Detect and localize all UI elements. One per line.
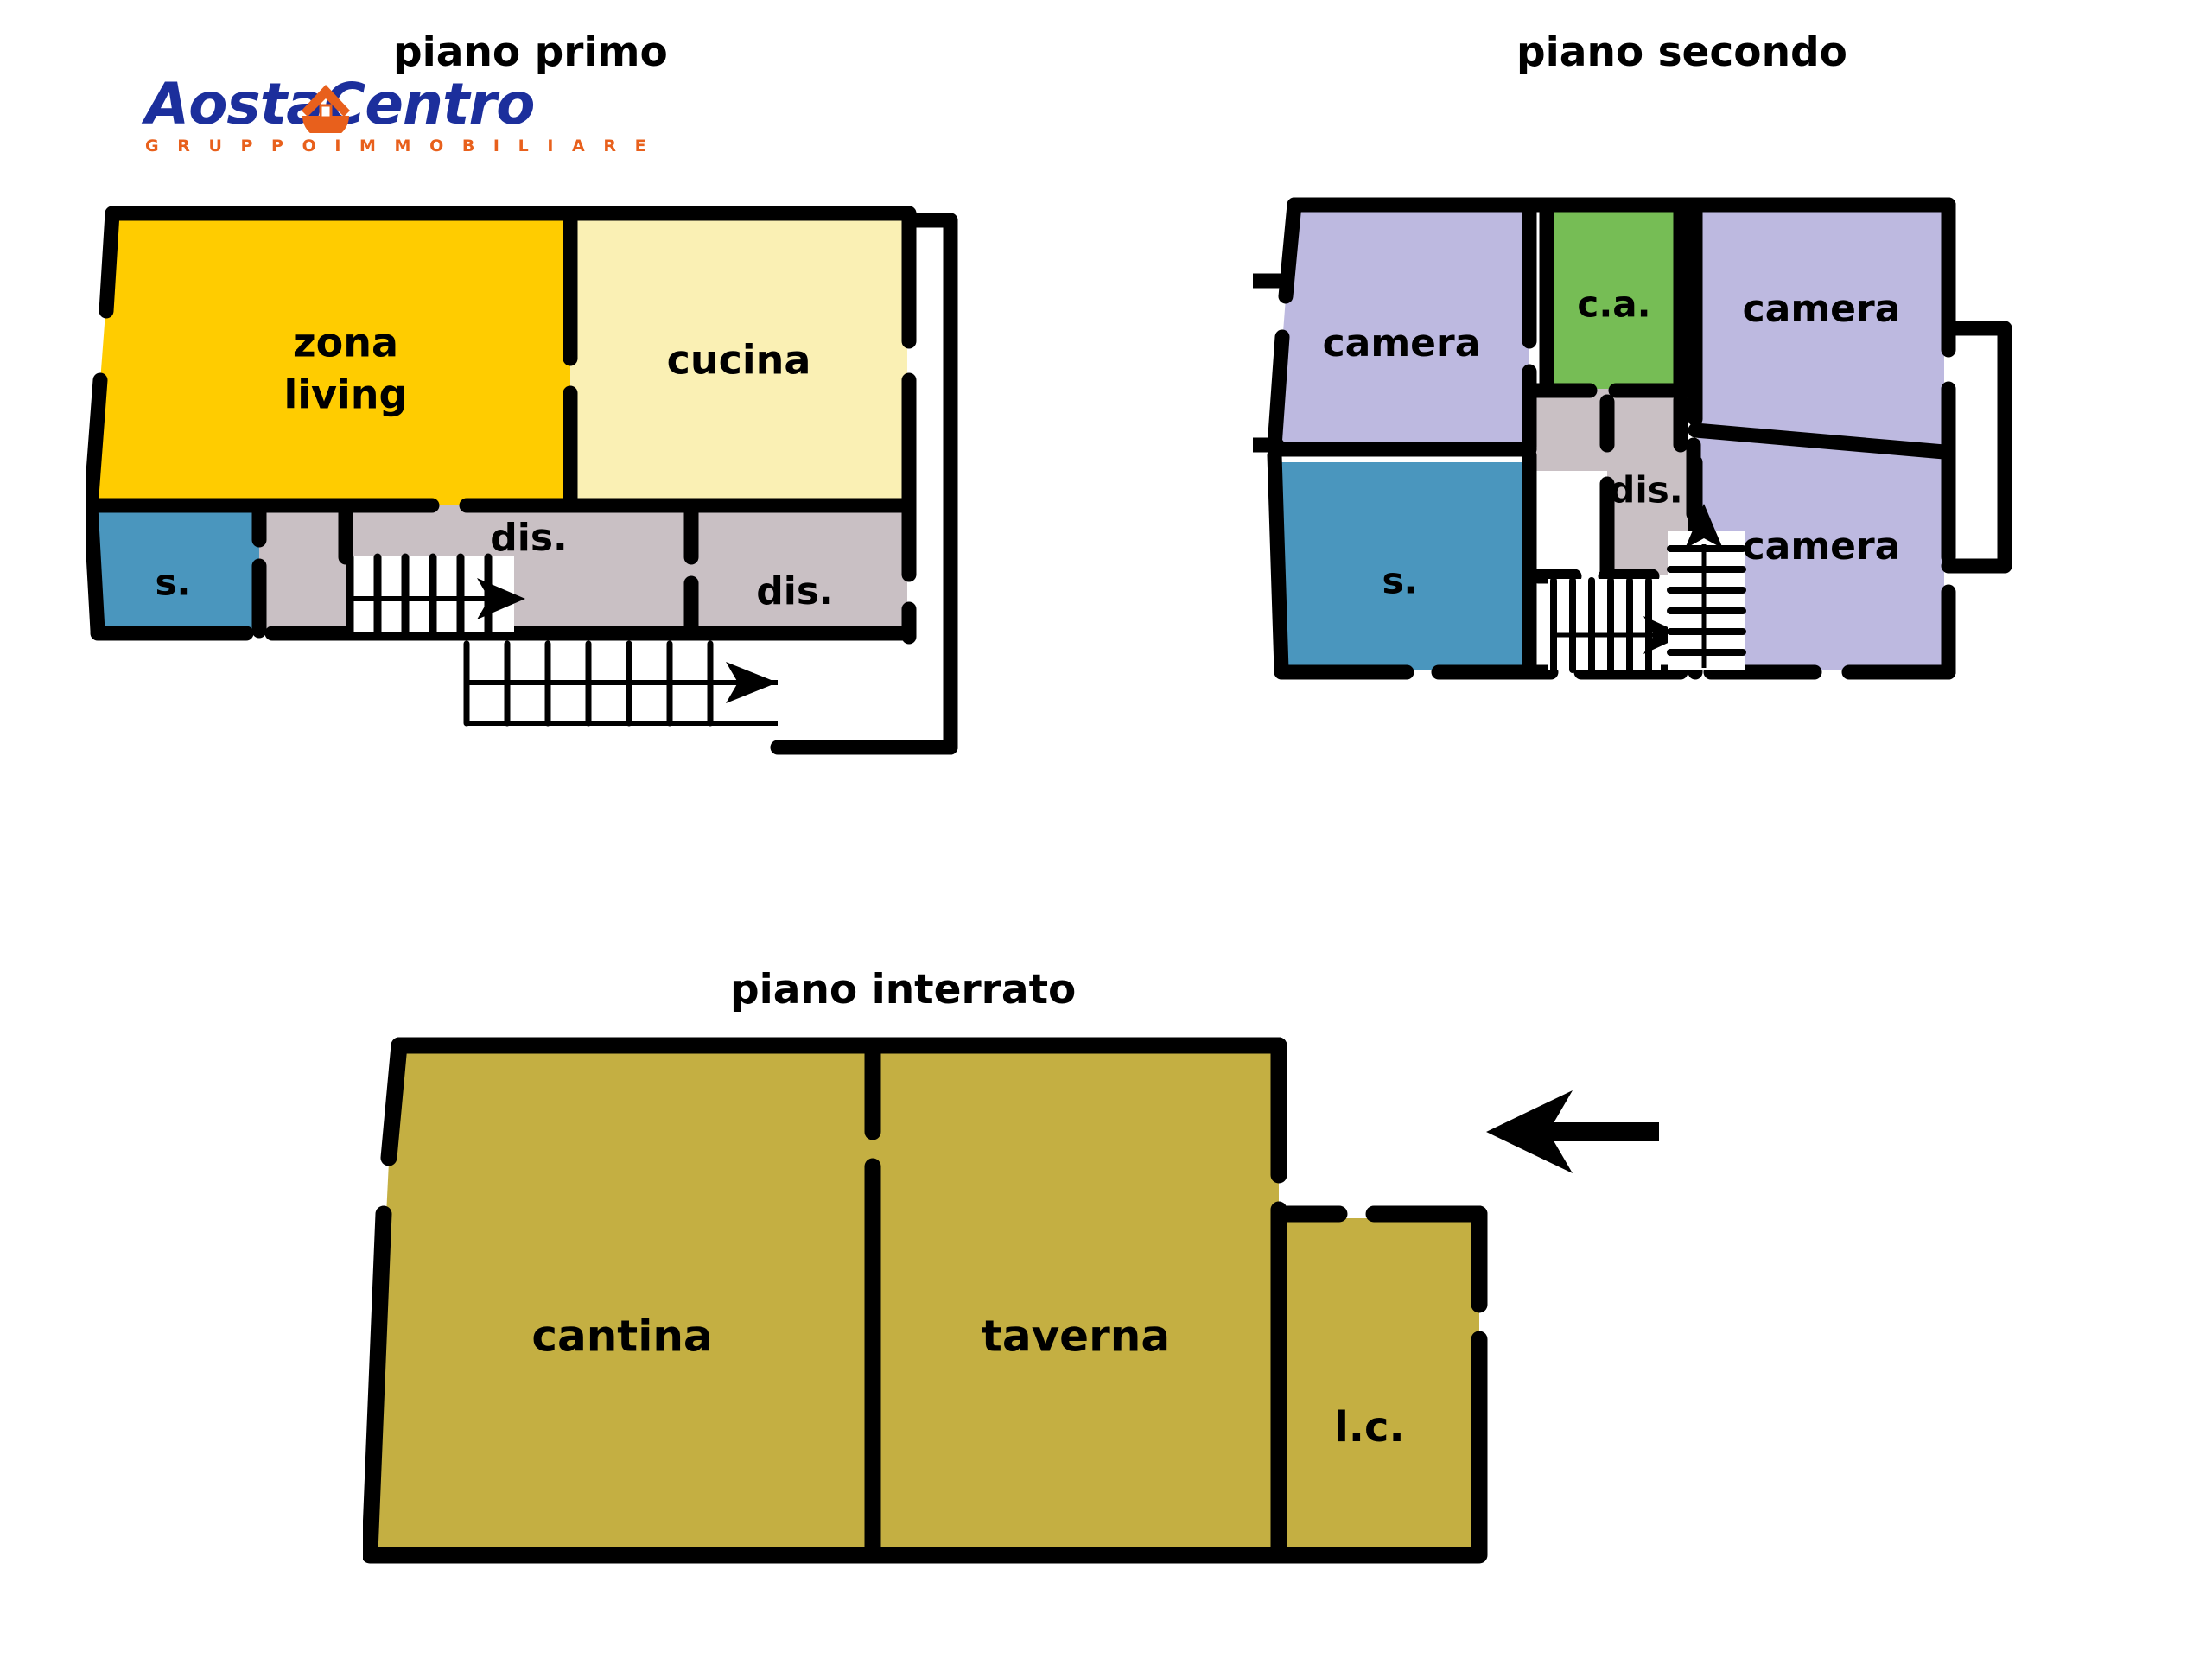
floor-title-second: piano secondo (1516, 29, 1847, 76)
floor-title-basement: piano interrato (730, 966, 1077, 1013)
room-cantina-fill (370, 1052, 873, 1551)
stair-up (1667, 504, 1746, 670)
logo-tagline: G R U P P O I M M O B I L I A R E (145, 137, 653, 156)
logo-brand-part1: Aosta (145, 71, 325, 137)
stair-down (1548, 577, 1685, 673)
label-disimpegno: dis. (1609, 469, 1682, 511)
stair-down-arrow (1643, 616, 1685, 654)
logo-wordmark: AostaCentro (145, 76, 535, 133)
room-camera-bottomright-fill (1698, 435, 1944, 670)
room-zona-living-fill (91, 220, 570, 505)
logo-brand-part2: Centro (323, 71, 536, 137)
stair-direction-arrow (477, 578, 525, 619)
stair-exterior-arrow (726, 662, 778, 703)
room-camera-topright-fill (1698, 212, 1944, 445)
room-cucina-fill (570, 220, 907, 505)
second-floor-fills (1274, 212, 1944, 670)
room-servizio-fill (1274, 462, 1529, 670)
room-camera-left-fill (1274, 212, 1529, 445)
second-floor-walls (1253, 197, 2012, 680)
label-servizio: s. (156, 562, 191, 604)
basement-fills (370, 1052, 1479, 1551)
floor-plan-basement: cantina taverna l.c. (363, 1037, 1659, 1564)
label-locale-caldaia: l.c. (1334, 1403, 1404, 1452)
label-servizio: s. (1382, 560, 1418, 602)
room-locale-caldaia-fill (1281, 1218, 1479, 1551)
entrance-arrow (1486, 1090, 1659, 1173)
label-zona-living-line2: living (284, 372, 408, 418)
label-taverna: taverna (982, 1312, 1170, 1362)
label-disimpegno-2: dis. (756, 569, 833, 613)
first-floor-labels: zona living cucina s. dis. dis. (156, 320, 834, 614)
label-camera-topright: camera (1743, 287, 1901, 331)
basement-labels: cantina taverna l.c. (531, 1312, 1404, 1452)
stair-interior (346, 553, 525, 636)
floor-plan-first: zona living cucina s. dis. dis. (86, 206, 958, 755)
stair-exterior (463, 640, 778, 727)
floor-title-first: piano primo (393, 29, 668, 76)
label-disimpegno-1: dis. (490, 516, 567, 560)
basement-walls (363, 1037, 1488, 1564)
label-cabina-armadio: c.a. (1577, 283, 1650, 326)
house-icon (302, 85, 350, 133)
second-floor-labels: camera c.a. camera camera s. dis. (1323, 283, 1901, 602)
room-servizio-fill (91, 505, 259, 631)
label-zona-living-line1: zona (293, 320, 398, 366)
label-camera-left: camera (1323, 321, 1481, 365)
company-logo: AostaCentro G R U P P O I M M O B I L I … (145, 76, 653, 171)
label-cucina: cucina (667, 337, 811, 384)
room-taverna-fill (873, 1052, 1279, 1551)
label-camera-bottomright: camera (1743, 524, 1901, 569)
label-cantina: cantina (531, 1312, 712, 1362)
room-cabina-armadio-fill (1547, 212, 1681, 389)
floor-plan-second: camera c.a. camera camera s. dis. (1253, 197, 2012, 680)
stair-up-arrow (1685, 504, 1723, 549)
